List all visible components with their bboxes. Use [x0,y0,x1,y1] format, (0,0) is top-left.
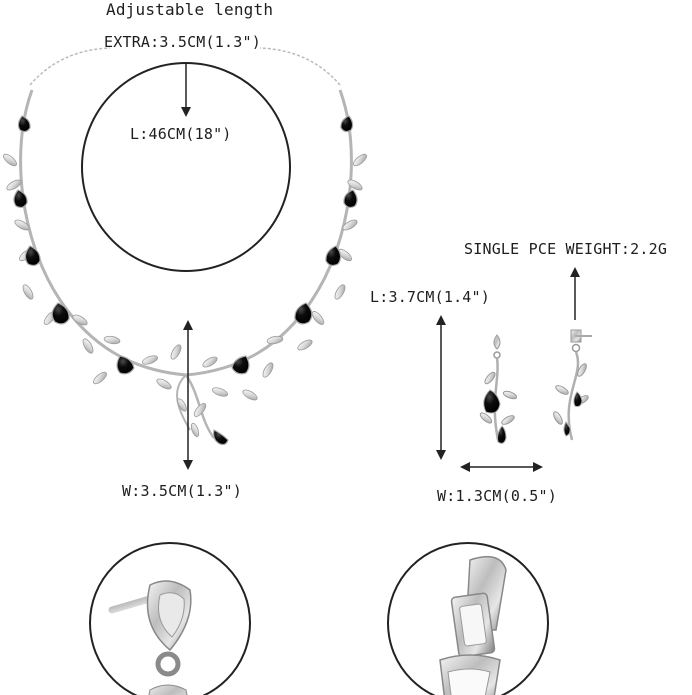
detail-circle-left [89,542,251,695]
earring-weight-label: SINGLE PCE WEIGHT:2.2G [464,240,668,258]
vine-leaves [3,153,367,438]
earring-front-image [479,334,518,444]
necklace-image [3,47,367,446]
earring-length-label: L:3.7CM(1.4") [370,288,490,306]
earring-width-label: W:1.3CM(0.5") [437,487,557,505]
earring-post-detail [90,543,250,695]
necklace-length-label: L:46CM(18") [130,125,232,143]
adjustable-length-label: Adjustable length [106,0,274,19]
earring-side-image [553,329,592,441]
clasp-detail [388,543,548,695]
extra-length-label: EXTRA:3.5CM(1.3") [104,33,261,51]
pendant-width-label: W:3.5CM(1.3") [122,482,242,500]
detail-circle-right [387,542,549,695]
black-stones [13,115,358,446]
